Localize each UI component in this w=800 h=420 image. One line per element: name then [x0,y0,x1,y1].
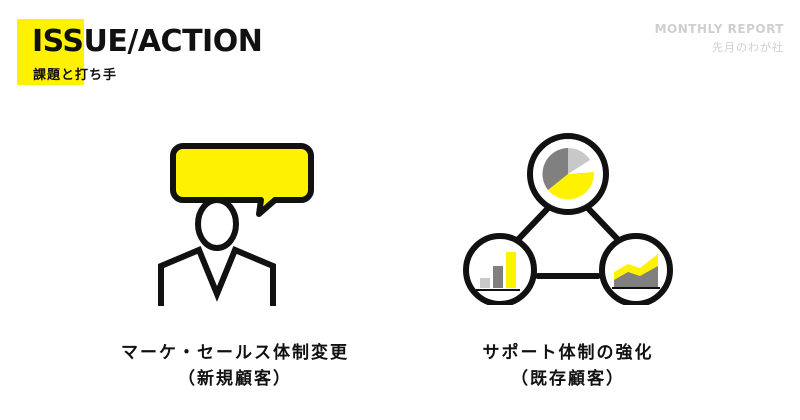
report-period: 先月のわが社 [712,41,784,54]
report-label: MONTHLY REPORT [654,22,784,36]
caption-line-2: （既存顧客） [511,369,625,389]
caption-line-1: サポート体制の強化 [482,343,654,363]
caption-line-2: （新規顧客） [178,369,292,389]
caption-existing-customers: サポート体制の強化 （既存顧客） [418,340,718,392]
page-title: ISSUE/ACTION [32,24,263,59]
person-speech-bubble-icon [158,143,314,306]
caption-line-1: マーケ・セールス体制変更 [121,343,349,363]
accent-block [17,19,84,85]
page-subtitle: 課題と打ち手 [33,68,118,83]
caption-new-customers: マーケ・セールス体制変更 （新規顧客） [85,340,385,392]
support-network-icon [463,133,673,305]
pie-chart-icon [527,133,609,215]
area-chart-icon [599,233,673,305]
bar-chart-icon [463,233,537,305]
